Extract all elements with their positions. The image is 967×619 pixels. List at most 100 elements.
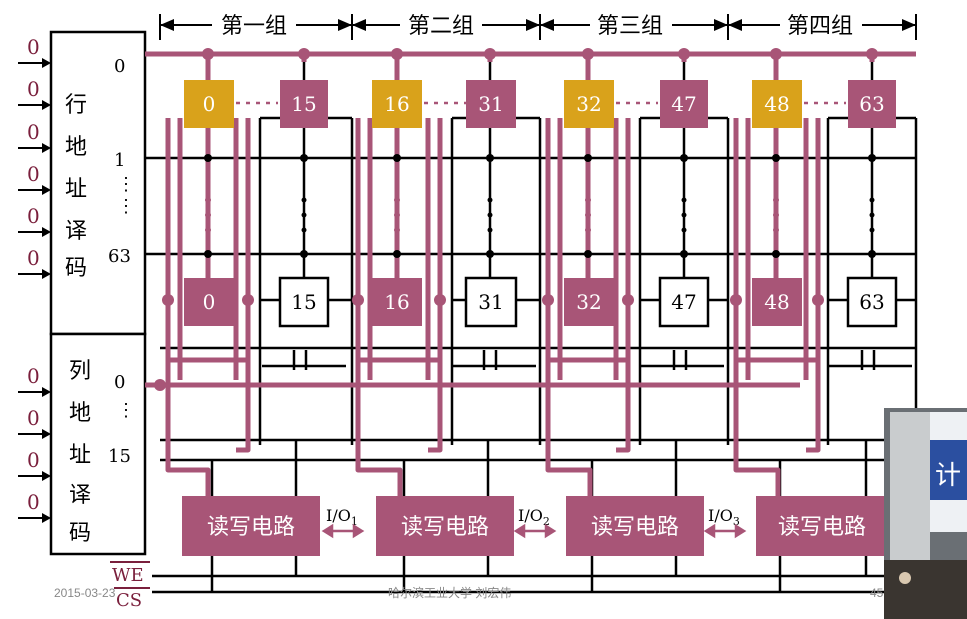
row-input-values: 0 0 0 0 0 0 0 0 0 0 bbox=[27, 35, 40, 514]
col-decoder-char: 列 bbox=[69, 359, 91, 384]
row-decoder-char: 行 bbox=[65, 93, 87, 118]
cell-bottom-label: 16 bbox=[384, 290, 409, 314]
cell-top-63 bbox=[848, 80, 896, 128]
io-label-3: I/O3 bbox=[708, 506, 740, 528]
col-label-15: 15 bbox=[108, 446, 131, 467]
cell-top-32 bbox=[564, 80, 614, 128]
rw-circuit-label: 读写电路 bbox=[401, 515, 489, 540]
col-decoder-box bbox=[49, 332, 147, 556]
io-label-2: I/O2 bbox=[518, 506, 550, 528]
row-decoder-char: 码 bbox=[65, 256, 87, 281]
selected-junctions bbox=[154, 48, 878, 391]
row-decoder-box bbox=[49, 30, 147, 336]
row-label-dots: ⋮ bbox=[117, 174, 135, 195]
row-input-value: 0 bbox=[27, 77, 40, 101]
cell-top-label: 15 bbox=[291, 92, 316, 116]
cell-bottom-16 bbox=[372, 278, 422, 326]
cell-bottom-label: 15 bbox=[291, 290, 316, 314]
webcam-sign-text: 计 bbox=[935, 461, 961, 491]
bottom-cell-labels: 0 15 16 31 32 47 48 63 bbox=[203, 290, 885, 314]
group-label-1: 第一组 bbox=[221, 14, 287, 39]
io-arrows bbox=[321, 523, 747, 539]
cell-bottom-48 bbox=[752, 278, 802, 326]
col-input-value: 0 bbox=[27, 406, 40, 430]
row-input-value: 0 bbox=[27, 120, 40, 144]
we-signal: WE bbox=[112, 565, 144, 586]
row-label-dots-2: ⋮ bbox=[117, 196, 135, 217]
row-decoder-char: 地 bbox=[65, 135, 87, 160]
rw-circuit-labels: 读写电路 读写电路 读写电路 读写电路 bbox=[207, 515, 866, 540]
cell-top-label: 32 bbox=[576, 92, 601, 116]
black-wires bbox=[145, 62, 918, 594]
row-input-arrowheads bbox=[42, 58, 51, 523]
col-input-value: 0 bbox=[27, 364, 40, 388]
webcam-overlay: 计 bbox=[884, 408, 967, 619]
row-input-value: 0 bbox=[27, 162, 40, 186]
row-decoder-char: 址 bbox=[65, 177, 87, 202]
cell-bottom-label: 32 bbox=[576, 290, 601, 314]
bottom-cells bbox=[184, 276, 898, 328]
top-cell-labels: 0 15 16 31 32 47 48 63 bbox=[203, 92, 885, 116]
footer-date: 2015-03-23 bbox=[54, 586, 116, 600]
io-label-1: I/O1 bbox=[326, 506, 358, 528]
cell-top-47 bbox=[660, 80, 708, 128]
row-label-1: 1 bbox=[114, 150, 125, 171]
cell-top-label: 16 bbox=[384, 92, 409, 116]
col-decoder-label: 列 地 址 译 码 bbox=[69, 359, 91, 546]
cell-top-0 bbox=[184, 80, 234, 128]
row-label-0: 0 bbox=[114, 56, 125, 77]
rw-circuits bbox=[182, 496, 886, 556]
cell-bottom-32 bbox=[564, 278, 614, 326]
col-input-value: 0 bbox=[27, 490, 40, 514]
cs-signal: CS bbox=[116, 590, 142, 611]
footer-page: 45 bbox=[870, 586, 884, 600]
rw-circuit-4 bbox=[756, 496, 886, 556]
cell-top-label: 31 bbox=[478, 92, 503, 116]
cell-top-label: 0 bbox=[203, 92, 216, 116]
col-label-0: 0 bbox=[114, 372, 125, 393]
cell-bottom-label: 31 bbox=[478, 290, 503, 314]
group-label-2: 第二组 bbox=[408, 14, 474, 39]
row-label-63: 63 bbox=[108, 246, 131, 267]
rw-circuit-3 bbox=[566, 496, 704, 556]
top-cells bbox=[184, 80, 896, 128]
cell-bottom-31 bbox=[464, 276, 518, 328]
rw-circuit-1 bbox=[182, 496, 320, 556]
cell-bottom-label: 47 bbox=[671, 290, 696, 314]
col-decoder-char: 址 bbox=[69, 443, 91, 468]
group-label-3: 第三组 bbox=[597, 14, 663, 39]
cell-bottom-label: 63 bbox=[859, 290, 884, 314]
col-label-dots: ⋮ bbox=[117, 400, 135, 421]
cell-top-label: 47 bbox=[671, 92, 696, 116]
cell-top-48 bbox=[752, 80, 802, 128]
rw-circuit-2 bbox=[376, 496, 514, 556]
col-decoder-char: 译 bbox=[69, 483, 91, 508]
row-input-value: 0 bbox=[27, 204, 40, 228]
cell-top-16 bbox=[372, 80, 422, 128]
group-label-4: 第四组 bbox=[787, 14, 853, 39]
cell-bottom-label: 0 bbox=[203, 290, 216, 314]
row-input-arrows bbox=[18, 62, 46, 519]
col-decoder-char: 地 bbox=[69, 401, 91, 426]
cell-top-15 bbox=[280, 80, 328, 128]
row-decoder-char: 译 bbox=[65, 219, 87, 244]
cell-bottom-47 bbox=[658, 276, 710, 328]
cell-bottom-label: 48 bbox=[764, 290, 789, 314]
cell-bottom-0 bbox=[184, 278, 234, 326]
cell-bottom-63 bbox=[846, 276, 898, 328]
row-input-value: 0 bbox=[27, 246, 40, 270]
row-decoder-label: 行 地 址 译 码 bbox=[65, 93, 87, 281]
cell-top-label: 48 bbox=[764, 92, 789, 116]
cell-top-label: 63 bbox=[859, 92, 884, 116]
rw-circuit-label: 读写电路 bbox=[207, 515, 295, 540]
cell-bottom-15 bbox=[278, 276, 330, 328]
footer-author: 哈尔滨工业大学 刘宏伟 bbox=[388, 585, 511, 600]
cell-top-31 bbox=[466, 80, 516, 128]
col-decoder-char: 码 bbox=[69, 521, 91, 546]
ellipsis-dots bbox=[204, 154, 876, 258]
row-input-value: 0 bbox=[27, 35, 40, 59]
rw-circuit-label: 读写电路 bbox=[778, 515, 866, 540]
group-arrows bbox=[160, 19, 916, 31]
col-input-value: 0 bbox=[27, 448, 40, 472]
